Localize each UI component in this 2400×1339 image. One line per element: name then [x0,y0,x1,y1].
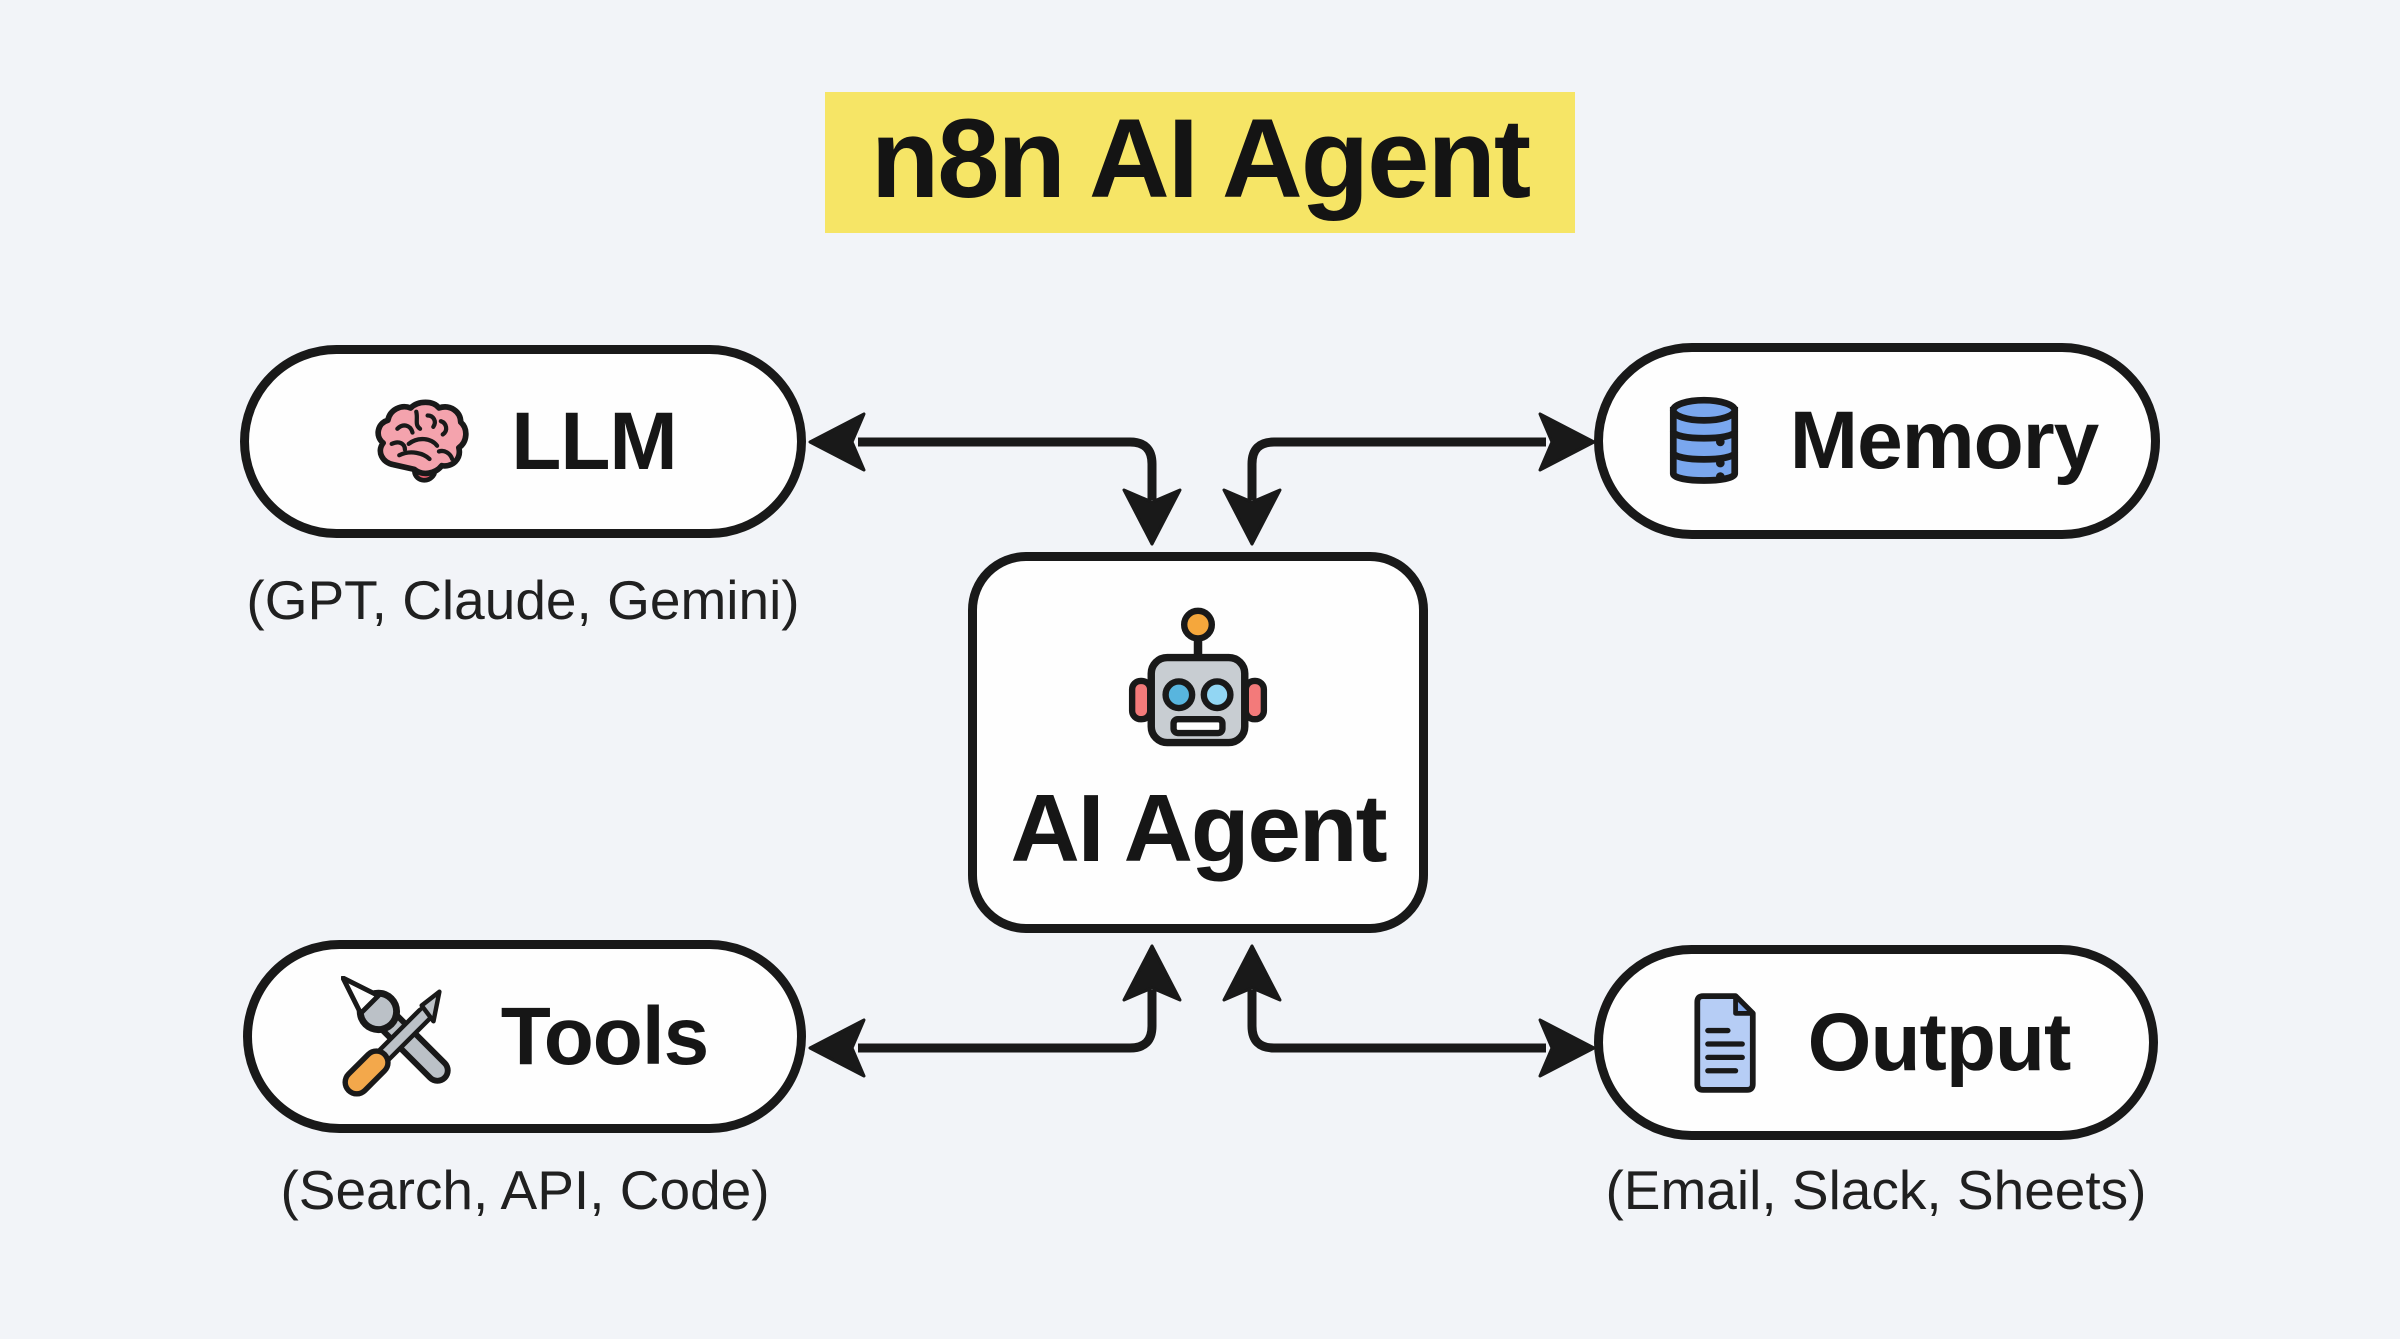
node-tools-subtitle: (Search, API, Code) [280,1159,770,1221]
node-output-subtitle: (Email, Slack, Sheets) [1605,1159,2147,1221]
node-output-label: Output [1807,996,2072,1088]
arrow-agent-output [1222,944,1596,1078]
database-icon [1669,396,1738,484]
node-llm: LLM [240,345,806,538]
arrowhead-down-icon [1122,488,1182,546]
arrow-agent-llm [808,412,1182,546]
arrowhead-up-icon [1122,944,1182,1002]
page-title: n8n AI Agent [824,92,1576,234]
arrow-agent-memory [1222,412,1596,546]
node-llm-label: LLM [511,395,677,487]
arrowhead-left-icon [808,412,866,472]
arrowhead-right-icon [1538,412,1596,472]
arrowhead-down-icon [1222,488,1282,546]
document-icon [1694,992,1756,1093]
arrowhead-up-icon [1222,944,1282,1002]
arrow-agent-tools [808,944,1182,1078]
tools-icon [340,975,451,1097]
node-output: Output [1594,945,2158,1140]
arrowhead-right-icon [1538,1018,1596,1078]
node-tools: Tools [243,940,806,1133]
node-tools-label: Tools [500,990,710,1082]
brain-icon [375,398,469,483]
node-memory-label: Memory [1789,395,2099,486]
node-llm-subtitle: (GPT, Claude, Gemini) [246,569,800,631]
title-row: n8n AI Agent [0,92,2400,234]
node-ai-agent-label: AI Agent [1010,774,1387,882]
arrowhead-left-icon [808,1018,866,1078]
node-memory: Memory [1594,343,2160,539]
robot-icon [1128,607,1268,746]
node-ai-agent: AI Agent [968,552,1428,933]
